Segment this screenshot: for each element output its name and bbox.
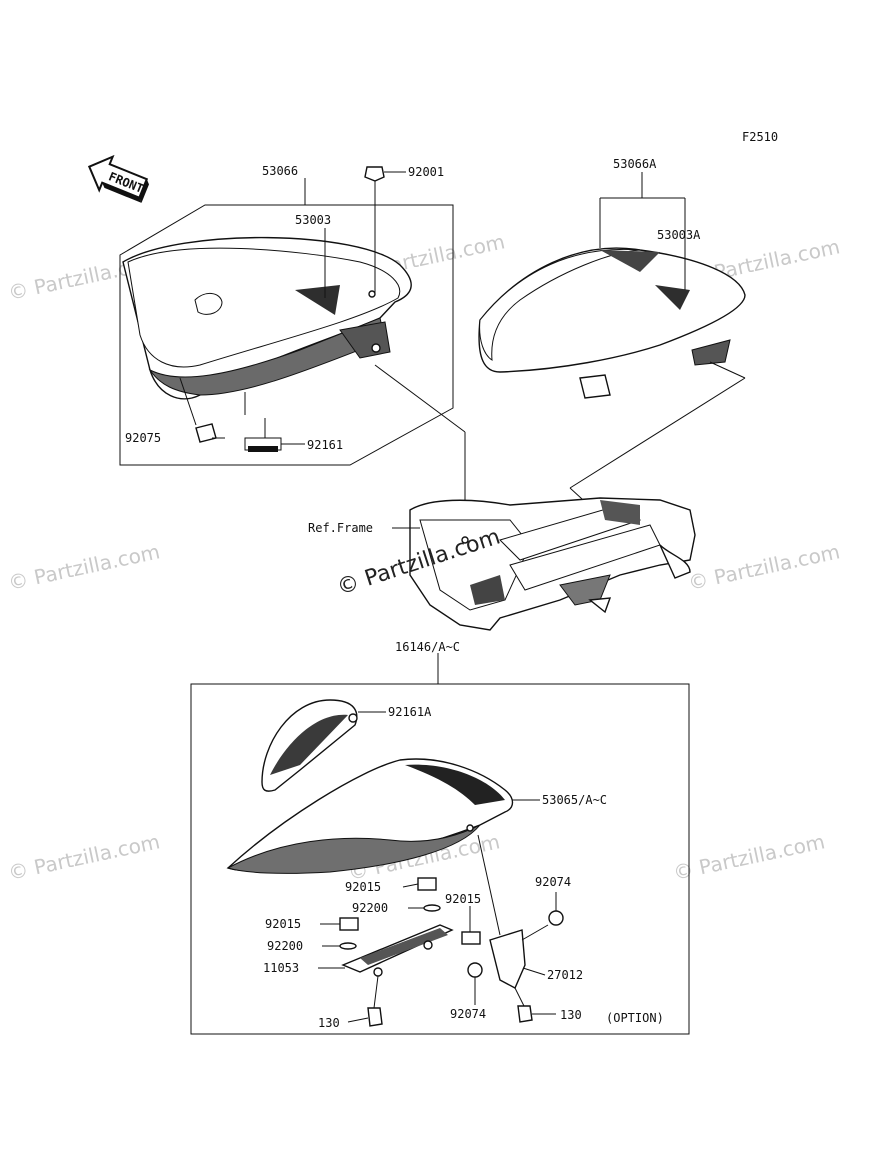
washer-icon bbox=[423, 904, 441, 912]
watermark: © Partzilla.com bbox=[6, 539, 162, 595]
hardware-group bbox=[318, 877, 564, 1027]
cap-icon bbox=[548, 910, 564, 926]
label-92074-b: 92074 bbox=[450, 1007, 486, 1021]
label-92074-a: 92074 bbox=[535, 875, 571, 889]
bolt-130-icon bbox=[367, 1007, 383, 1027]
label-27012: 27012 bbox=[547, 968, 583, 982]
label-11053: 11053 bbox=[263, 961, 299, 975]
bolt-130-icon bbox=[517, 1005, 533, 1023]
figure-code: F2510 bbox=[742, 130, 778, 144]
label-92015-a: 92015 bbox=[345, 880, 381, 894]
label-92200-a: 92200 bbox=[352, 901, 388, 915]
label-16146: 16146/A~C bbox=[395, 640, 460, 654]
label-92075: 92075 bbox=[125, 431, 161, 445]
rider-seat-group bbox=[119, 204, 454, 466]
washer-icon bbox=[339, 942, 357, 950]
label-92161a: 92161A bbox=[388, 705, 432, 719]
pillion-seat-group bbox=[478, 172, 746, 521]
label-53003: 53003 bbox=[295, 213, 331, 227]
label-53066a: 53066A bbox=[613, 157, 657, 171]
watermark: © Partzilla.com bbox=[671, 829, 827, 885]
nut-icon bbox=[417, 877, 437, 891]
label-92015-b: 92015 bbox=[445, 892, 481, 906]
label-ref-frame: Ref.Frame bbox=[308, 521, 373, 535]
label-92200-b: 92200 bbox=[267, 939, 303, 953]
cap-icon bbox=[467, 962, 483, 978]
frame-group bbox=[409, 497, 696, 631]
bracket-27012-icon bbox=[489, 929, 526, 989]
watermark: © Partzilla.com bbox=[686, 539, 842, 595]
single-seat-cowl-group bbox=[226, 699, 540, 936]
option-box bbox=[190, 683, 690, 1035]
nut-icon bbox=[339, 917, 359, 931]
watermark: © Partzilla.com bbox=[6, 829, 162, 885]
label-92015-c: 92015 bbox=[265, 917, 301, 931]
bolt-icon bbox=[195, 423, 217, 443]
label-92161: 92161 bbox=[307, 438, 343, 452]
label-130-a: 130 bbox=[318, 1016, 340, 1030]
label-53003a: 53003A bbox=[657, 228, 701, 242]
label-53066: 53066 bbox=[262, 164, 298, 178]
bolt-92001 bbox=[364, 166, 406, 294]
nut-icon bbox=[461, 931, 481, 945]
front-arrow-icon: FRONT bbox=[87, 154, 149, 203]
label-option: (OPTION) bbox=[606, 1011, 664, 1025]
damper-rubber-icon bbox=[244, 437, 282, 452]
label-92001: 92001 bbox=[408, 165, 444, 179]
label-53065: 53065/A~C bbox=[542, 793, 607, 807]
label-130-b: 130 bbox=[560, 1008, 582, 1022]
